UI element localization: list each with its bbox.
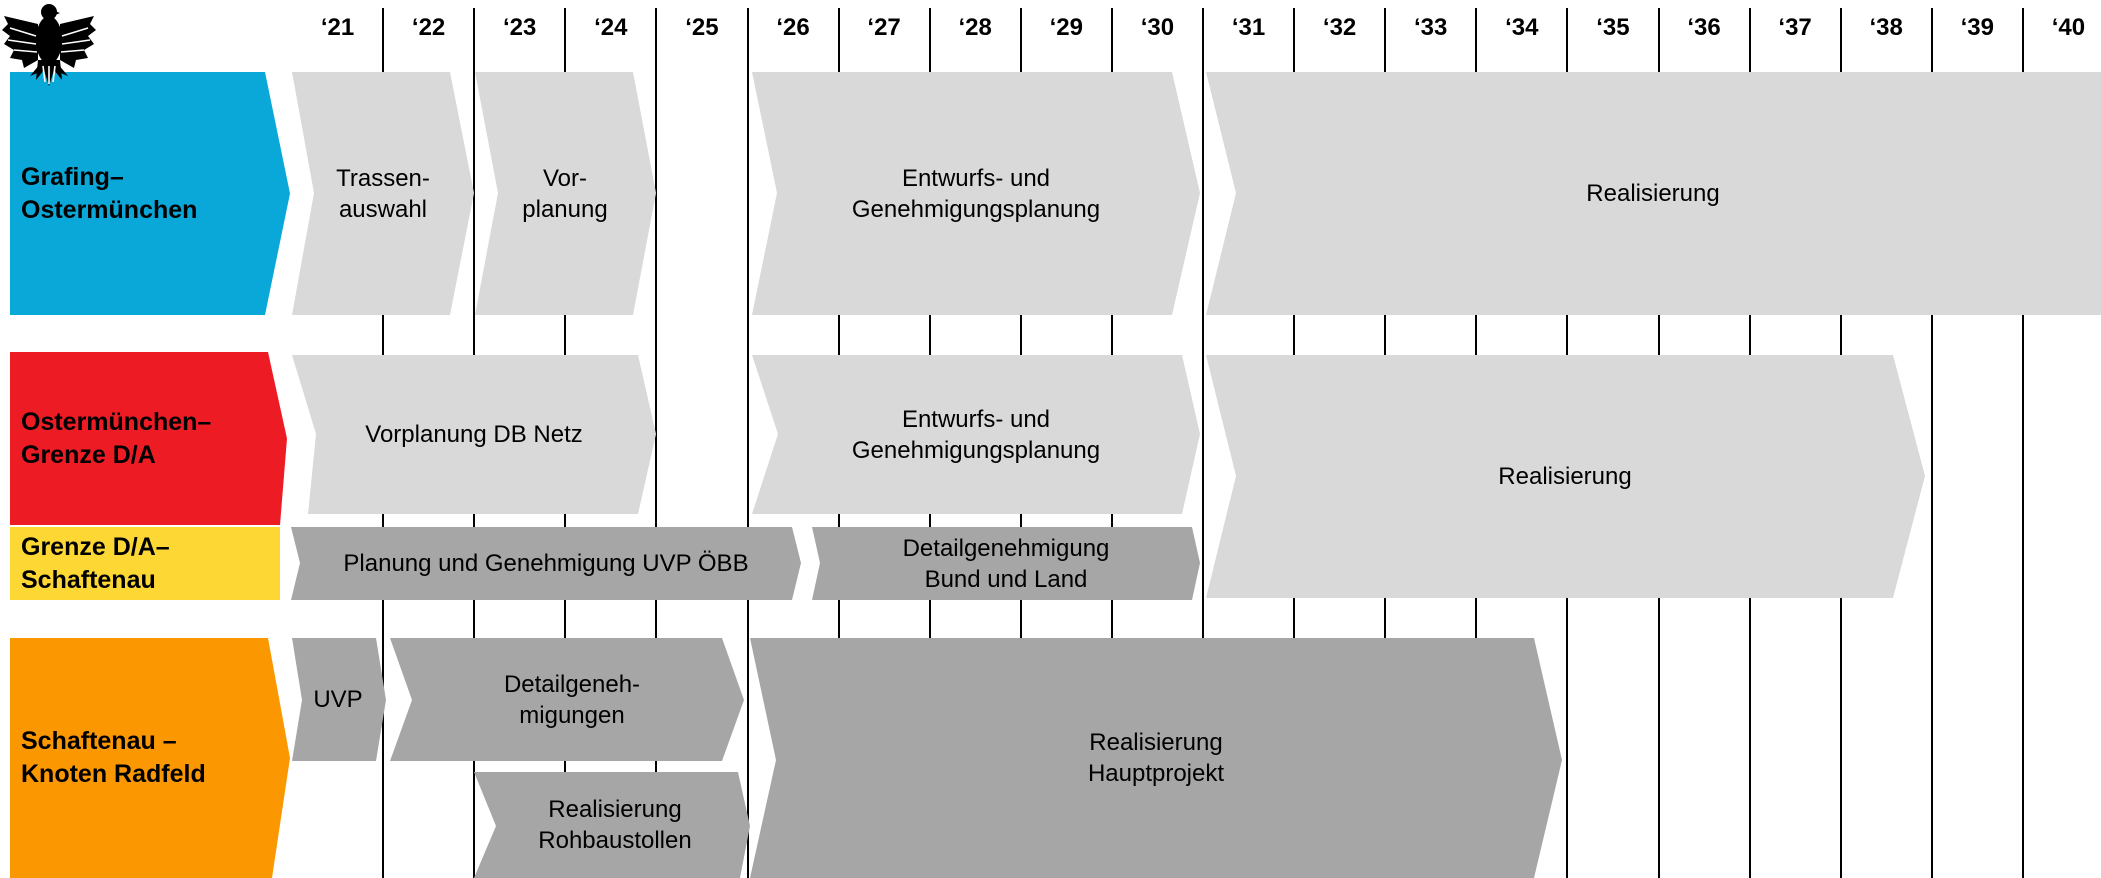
year-label: ‘38 [1869,14,1903,41]
year-label: ‘30 [1140,14,1175,41]
year-label: ‘31 [1231,14,1266,41]
arrow-hauptprojekt [750,638,1562,878]
arrow-entwurfsplanung-2 [752,355,1200,514]
year-label: ‘24 [594,14,628,41]
year-label: ‘39 [1960,14,1994,41]
section-color-block [10,72,290,315]
year-label: ‘35 [1596,14,1630,41]
year-label: ‘25 [685,14,719,41]
arrow-trassenauswahl [292,72,474,315]
section-color-block [10,527,280,600]
year-label: ‘34 [1505,14,1539,41]
arrow-realisierung-1 [1206,72,2101,315]
arrow-detailgenehmigung [812,527,1200,600]
section-label-schaftenau-radfeld: Schaftenau – Knoten Radfeld [21,727,206,788]
section-color-block [10,638,290,878]
year-label: ‘22 [411,14,446,41]
section-label-grenze-schaftenau: Grenze D/A– Schaftenau [21,532,170,594]
arrow-uvp [292,638,386,761]
arrow-entwurfsplanung-1 [752,72,1200,315]
arrow-rohbaustollen [474,772,750,878]
year-label: ‘26 [776,14,810,41]
arrow-realisierung-2 [1206,355,1925,598]
year-label: ‘36 [1687,14,1721,41]
section-color-block [10,352,287,525]
year-label: ‘29 [1049,14,1083,41]
federal-eagle-icon [2,4,96,86]
year-label: ‘33 [1414,14,1448,41]
arrow-vorplanung [475,72,656,315]
arrow-planung-uvp-oebb [291,527,801,600]
year-label: ‘37 [1778,14,1812,41]
year-label: ‘21 [320,14,355,41]
section-label-ostermuenchen-grenze: Ostermünchen– Grenze D/A [21,407,212,469]
year-label: ‘32 [1322,14,1357,41]
year-label: ‘28 [958,14,992,41]
year-label: ‘40 [2051,14,2086,41]
year-label: ‘23 [503,14,537,41]
arrow-detailgenehmigungen [390,638,744,761]
section-label-grafing-ostermuenchen: Grafing– Ostermünchen [21,162,198,224]
arrow-vorplanung-db-netz [292,355,656,514]
year-label: ‘27 [867,14,901,41]
